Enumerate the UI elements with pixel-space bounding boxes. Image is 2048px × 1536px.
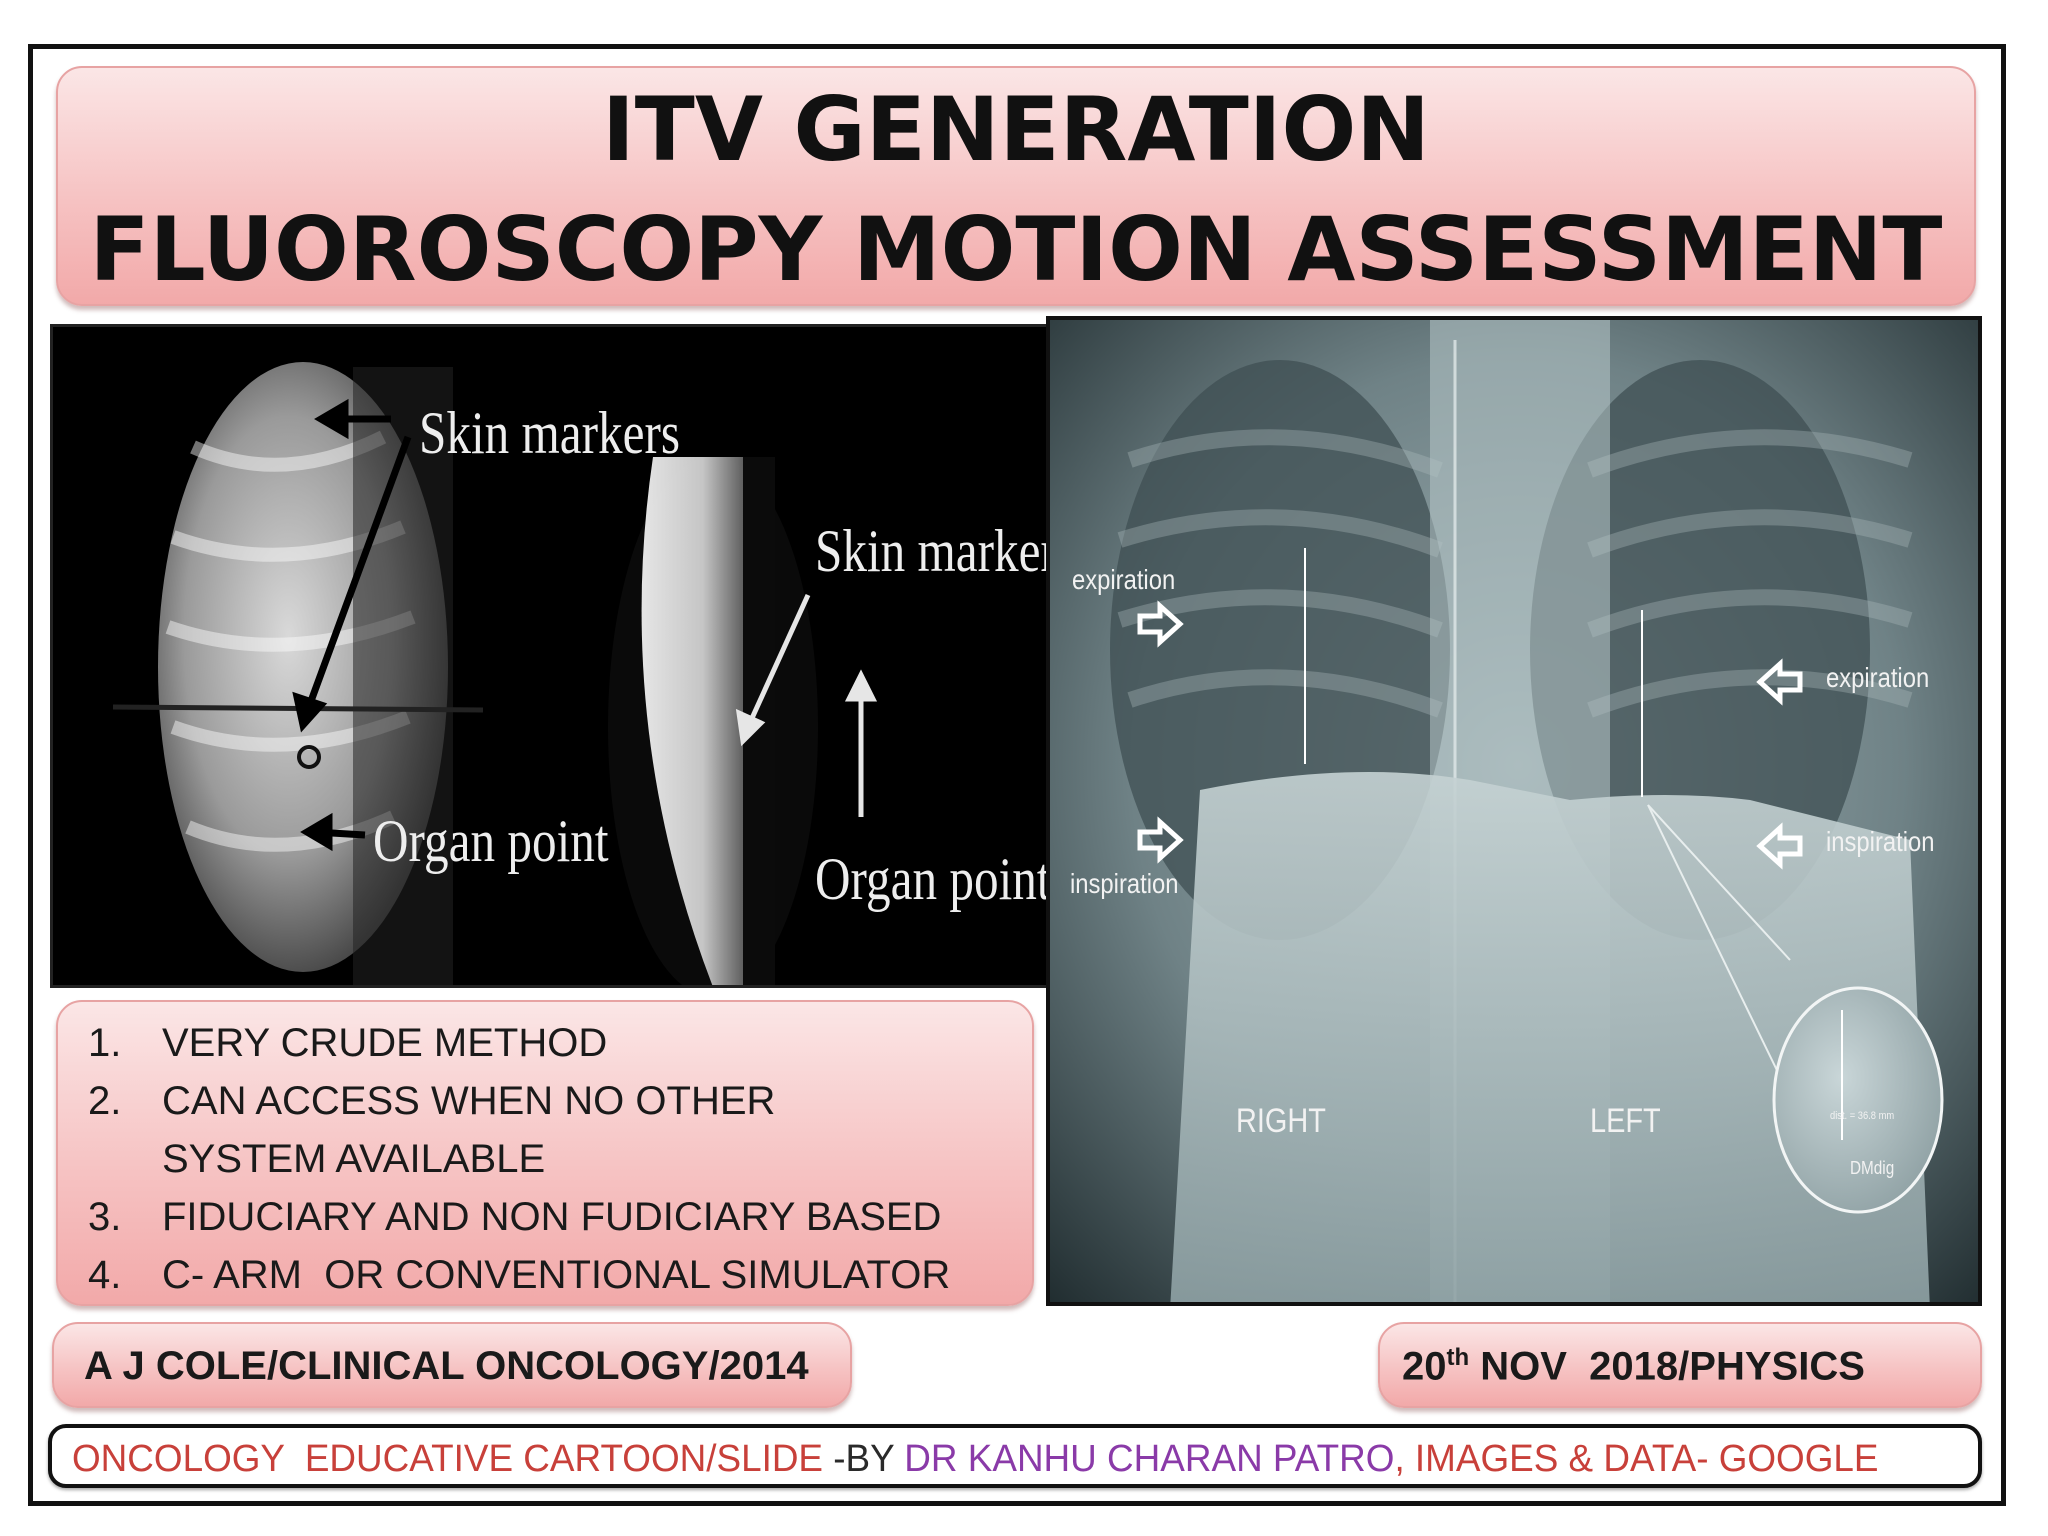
fluoroscopy-image-left: Skin markers Organ point Skin marker Org… <box>50 324 1050 988</box>
credit-part-1: ONCOLOGY EDUCATIVE CARTOON/SLIDE <box>72 1438 834 1480</box>
fluoroscopy-illustration <box>112 362 878 985</box>
date-text: 20th NOV 2018/PHYSICS <box>1402 1344 1865 1389</box>
reference-text: A J COLE/CLINICAL ONCOLOGY/2014 <box>84 1344 809 1388</box>
list-item: 4. C- ARM OR CONVENTIONAL SIMULATOR <box>88 1246 1002 1304</box>
list-item-text: FIDUCIARY AND NON FUDICIARY BASED <box>162 1195 942 1239</box>
credit-bar: ONCOLOGY EDUCATIVE CARTOON/SLIDE -BY DR … <box>48 1424 1982 1488</box>
label-dmdig: DMdig <box>1850 1158 1895 1178</box>
arrow-right-expiration-icon <box>1137 600 1184 648</box>
title-line-2: FLUOROSCOPY MOTION ASSESSMENT <box>89 198 1943 301</box>
credit-part-4: , IMAGES & DATA- GOOGLE <box>1394 1438 1879 1480</box>
key-points-box: 1. VERY CRUDE METHOD 2. CAN ACCESS WHEN … <box>56 1000 1034 1306</box>
title-banner: ITV GENERATION FLUOROSCOPY MOTION ASSESS… <box>56 66 1976 306</box>
label-expiration-left: expiration <box>1072 564 1176 595</box>
label-measure: dist. = 36.8 mm <box>1830 1110 1895 1122</box>
list-item-number: 4. <box>88 1253 122 1297</box>
label-inspiration-right: inspiration <box>1826 826 1935 857</box>
label-inspiration-left: inspiration <box>1070 868 1179 899</box>
list-item: 3. FIDUCIARY AND NON FUDICIARY BASED <box>88 1188 1002 1246</box>
arrow-left-inspiration-icon <box>1756 822 1803 870</box>
key-points-list: 1. VERY CRUDE METHOD 2. CAN ACCESS WHEN … <box>88 1014 1002 1304</box>
date-suffix: th <box>1446 1344 1470 1371</box>
list-item: 1. VERY CRUDE METHOD <box>88 1014 1002 1072</box>
label-skin-marker: Skin marker <box>815 518 1050 584</box>
list-item-number: 3. <box>88 1195 122 1239</box>
xray-illustration <box>1050 320 1978 1302</box>
list-item-number: 2. <box>88 1079 122 1123</box>
label-organ-point-right: Organ point <box>815 846 1050 912</box>
arrow-right-inspiration-icon <box>1137 816 1184 864</box>
label-left-side: LEFT <box>1590 1102 1661 1140</box>
label-right-side: RIGHT <box>1236 1102 1326 1140</box>
reference-box: A J COLE/CLINICAL ONCOLOGY/2014 <box>52 1322 852 1408</box>
label-skin-markers: Skin markers <box>419 400 680 466</box>
list-item-text: VERY CRUDE METHOD <box>162 1021 608 1065</box>
date-day: 20 <box>1402 1344 1447 1389</box>
credit-text: ONCOLOGY EDUCATIVE CARTOON/SLIDE -BY DR … <box>72 1438 1878 1481</box>
arrow-left-expiration-icon <box>1756 658 1803 706</box>
chest-xray-image: expiration inspiration expiration inspir… <box>1046 316 1982 1306</box>
date-box: 20th NOV 2018/PHYSICS <box>1378 1322 1982 1408</box>
list-item-text: C- ARM OR CONVENTIONAL SIMULATOR <box>162 1253 951 1297</box>
credit-part-2: -BY <box>833 1438 905 1480</box>
label-expiration-right: expiration <box>1826 662 1930 693</box>
list-item: 2. CAN ACCESS WHEN NO OTHER SYSTEM AVAIL… <box>88 1072 1002 1188</box>
credit-author: DR KANHU CHARAN PATRO <box>904 1438 1395 1480</box>
zoom-circle <box>1772 986 1944 1214</box>
label-organ-point-left: Organ point <box>373 808 609 874</box>
title-line-1: ITV GENERATION <box>602 78 1430 181</box>
list-item-number: 1. <box>88 1021 122 1065</box>
list-item-text: CAN ACCESS WHEN NO OTHER SYSTEM AVAILABL… <box>162 1079 776 1181</box>
date-rest: NOV 2018/PHYSICS <box>1469 1344 1865 1389</box>
